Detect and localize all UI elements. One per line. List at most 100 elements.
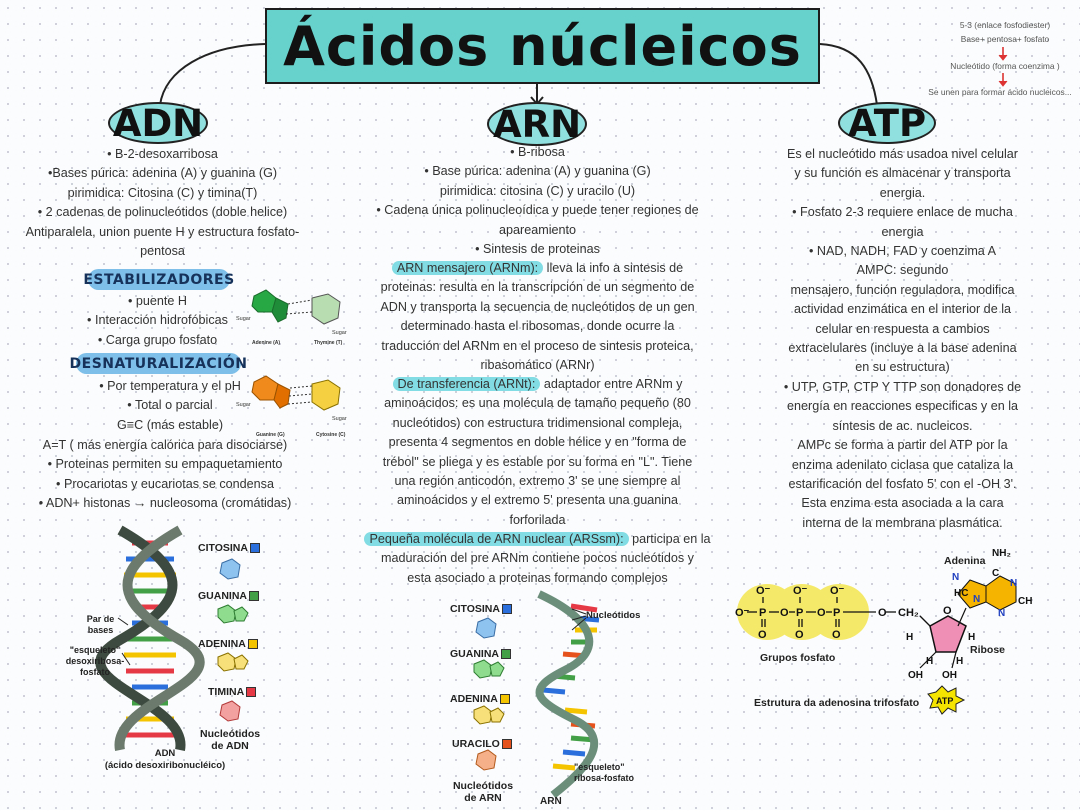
ribose-h1: H	[906, 632, 913, 643]
rna-legend-uracilo: URACILO	[452, 738, 512, 750]
estrutura-atp-label: Estrutura da adenosina trifosfato	[754, 697, 919, 709]
ribose-o: O	[943, 605, 952, 617]
dna-timina-label: TIMINA	[208, 686, 245, 698]
guanina-swatch	[249, 591, 259, 602]
arn-line: apareamiento	[498, 222, 576, 237]
adenine-n4: N	[998, 608, 1005, 619]
rna-nucleotidos-top: Nucleótidos	[586, 610, 641, 621]
desnat-list-a: • Por temperatura y el pH • Total o parc…	[50, 377, 290, 435]
atp-o-bot3: O	[832, 629, 841, 641]
arssm-first-line: Pequeña molécula de ARN nuclear (ARSsm):…	[360, 530, 715, 549]
arn-line: • Base púrica: adenina (A) y guanina (G)	[424, 164, 651, 179]
adenine-hc: HC	[954, 588, 968, 599]
adn-heading-text: ADN	[112, 101, 204, 145]
atp-line: actividad enzimática en el interior de l…	[793, 302, 1011, 317]
dna-helix-figure	[95, 525, 205, 751]
dna-caption-1: ADN	[154, 748, 176, 759]
pair1-sugar-left: Sugar	[236, 316, 251, 322]
rna-uracilo-label: URACILO	[452, 738, 500, 750]
atp-heading: ATP	[838, 101, 936, 145]
estabilizador-item: • Interacción hidrofóbicas	[87, 313, 228, 328]
arnm-line: lleva la info a sintesis de	[546, 261, 684, 275]
atp-p3: P	[833, 607, 840, 619]
desnat-item: • Total o parcial	[127, 398, 213, 413]
adn-line: pirimidica: Citosina (C) y timina(T)	[67, 185, 258, 200]
pair2-label-b: Cytosine (C)	[316, 432, 346, 438]
pair1-label-a: Adenine (A)	[252, 340, 280, 346]
atp-line: Esta enzima esta asociada a la cara	[801, 496, 1004, 511]
rna-citosina-swatch	[501, 604, 512, 615]
atp-o-top1: O⁻	[756, 585, 771, 597]
estabilizadores-pill: ESTABILIZADORES	[83, 269, 234, 290]
atp-ch2: CH₂	[898, 607, 919, 619]
atp-heading-text: ATP	[847, 101, 927, 145]
adenine-n2: N	[952, 572, 959, 583]
base-pair-at-diagram: Sugar Sugar Adenine (A) Thymine (T)	[236, 289, 347, 346]
desnat-item: • Proteinas permiten su empaquetamiento	[47, 457, 283, 472]
base-pair-gc-diagram: Sugar Sugar Guanine (G) Cytosine (C)	[236, 375, 347, 438]
atp-o-left: O⁻	[735, 607, 750, 619]
rna-strand-figure	[535, 590, 600, 799]
atp-line: mensajero, función reguladora, modifica	[790, 282, 1015, 297]
rna-legend-guanina: GUANINA	[450, 648, 511, 660]
dna-caption-2: (ácido desoxiribonucléico)	[104, 760, 226, 771]
adn-text: • B-2-desoxarribosa •Bases púrica: adeni…	[15, 145, 310, 261]
desnat-item: G≡C (más estable)	[116, 417, 224, 432]
arnm-first-line: ARN mensajero (ARNm): lleva la info a si…	[370, 259, 705, 278]
arnt-first-line: De transferencia (ARNt): adaptador entre…	[370, 375, 705, 394]
arnm-line: ADN y transporta la secuencia de nucleót…	[380, 299, 695, 314]
atp-p1: P	[759, 607, 766, 619]
rna-nucleotidos: Nucleótidos de ARN	[452, 780, 514, 804]
side-note-3: Nucleótido (forma coenzima )	[950, 61, 1060, 71]
arnt-line: forforilada	[509, 512, 566, 527]
adn-line: • B-2-desoxarribosa	[107, 147, 218, 161]
arnt-highlight: De transferencia (ARNt):	[392, 377, 541, 391]
dna-par-de-bases: Par de bases	[86, 614, 115, 635]
ribose-h2: H	[968, 632, 975, 643]
atp-line: celular en respuesta a cambios	[815, 321, 990, 336]
arnm-line: ribasomático (ARNr)	[480, 358, 595, 373]
rna-guanina-swatch	[501, 649, 511, 660]
desnat-list-b: A=T ( más energía calórica para disociar…	[15, 436, 315, 514]
arn-pequena: Pequeña molécula de ARN nuclear (ARSsm):…	[360, 530, 715, 588]
atp-line: AMPC: segundo	[856, 263, 949, 278]
atp-line: interna de la membrana plasmática.	[802, 515, 1003, 530]
atp-o-ester: O	[878, 607, 887, 619]
estabilizador-item: • puente H	[127, 294, 188, 308]
arnt-line: aminoácidos y el extremo 5' presenta una…	[396, 493, 679, 508]
side-note-4: Se unen para formar ácido nucleicos...	[928, 87, 1072, 97]
dna-legend-adenina: ADENINA	[198, 638, 258, 650]
side-note-2: Base+ pentosa+ fosfato	[960, 34, 1050, 44]
estabilizador-item: • Carga grupo fosfato	[97, 332, 218, 347]
ribose-oh1: OH	[908, 670, 923, 681]
adn-line: pentosa	[140, 244, 185, 259]
adenine-ch: CH	[1018, 596, 1032, 607]
arn-heading-text: ARN	[492, 102, 582, 146]
rna-esqueleto: "esqueleto" ribosa-fosfato	[574, 762, 635, 783]
rna-legend-adenina: ADENINA	[450, 693, 510, 705]
atp-line: extracelulares (incluye a la base adenin…	[788, 341, 1017, 356]
desnat-item: • ADN+ histonas → nucleosoma (cromátidas…	[38, 496, 292, 511]
desnat-item: • Por temperatura y el pH	[99, 379, 241, 393]
dna-legend-molecules	[217, 558, 249, 722]
arssm-line: maduración del pre ARNm contiene pocos n…	[381, 551, 694, 566]
dna-legend-citosina: CITOSINA	[198, 542, 260, 554]
atp-line: energia.	[879, 185, 926, 200]
arssm-line: participa en la	[632, 532, 711, 546]
estabilizadores-label: ESTABILIZADORES	[83, 271, 235, 288]
pair1-sugar-right: Sugar	[332, 330, 347, 336]
atp-line: • Fosfato 2-3 requiere enlace de mucha	[792, 205, 1013, 220]
pair1-label-b: Thymine (T)	[314, 340, 343, 346]
adn-line: • 2 cadenas de polinucleótidos (doble he…	[37, 205, 288, 220]
rna-legend-molecules	[473, 617, 505, 771]
arnt-line: presenta 4 segmentos en doble hélice y e…	[388, 435, 687, 450]
atp-line: • UTP, GTP, CTP Y TTP son donadores de	[783, 379, 1022, 394]
page-title: Ácidos núcleicos	[283, 14, 802, 78]
arn-intro: • B-ribosa • Base púrica: adenina (A) y …	[370, 143, 705, 259]
atp-line: AMPc se forma a partir del ATP por la	[797, 438, 1008, 453]
atp-o-bridge2: O	[817, 607, 826, 619]
adenine-n3: N	[1010, 578, 1017, 589]
arn-line: pirimidica: citosina (C) y uracilo (U)	[439, 183, 636, 198]
adenina-swatch	[247, 639, 258, 650]
